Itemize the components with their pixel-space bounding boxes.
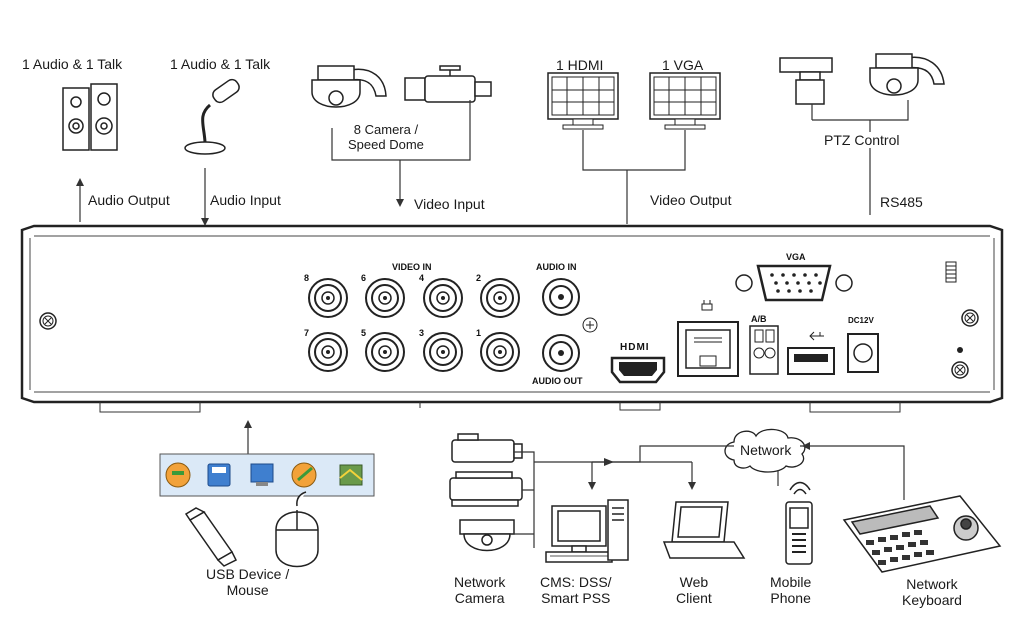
audio-out-panel-label: AUDIO OUT xyxy=(532,376,583,386)
rs485-terminal xyxy=(749,325,779,375)
cms-computer-icon xyxy=(545,499,629,563)
network-camera-label: Network Camera xyxy=(454,574,506,606)
bnc-number-label: 2 xyxy=(476,273,482,283)
hdmi-label: 1 HDMI xyxy=(556,57,604,73)
mouse-icon xyxy=(275,491,319,568)
ptz-control-label: PTZ Control xyxy=(822,132,902,148)
bnc-number-label: 7 xyxy=(304,328,310,338)
dc12v-panel-label: DC12V xyxy=(848,316,874,325)
video-output-label: Video Output xyxy=(650,192,732,208)
web-client-laptop-icon xyxy=(662,501,746,559)
network-label: Network xyxy=(740,442,792,458)
bnc-number-label: 4 xyxy=(419,273,425,283)
bnc-number-label: 5 xyxy=(361,328,367,338)
dc-power-port xyxy=(847,333,879,373)
lan-port xyxy=(677,300,739,377)
bnc-number-label: 1 xyxy=(476,328,482,338)
audio-in-panel-label: AUDIO IN xyxy=(536,262,577,272)
usb-stick-icon xyxy=(184,507,238,567)
mobile-phone-label: Mobile Phone xyxy=(770,574,812,606)
cms-label: CMS: DSS/ Smart PSS xyxy=(540,574,612,606)
usb-port xyxy=(787,331,835,375)
bnc-number-label: 6 xyxy=(361,273,367,283)
rca-audio-ports xyxy=(542,278,580,372)
hdmi-monitor-icon xyxy=(547,72,619,130)
vga-monitor-icon xyxy=(649,72,721,130)
speed-dome-camera-icon xyxy=(311,65,387,108)
rs485-label: RS485 xyxy=(880,194,923,210)
network-keyboard-label: Network Keyboard xyxy=(902,576,962,608)
microphone-icon xyxy=(184,78,240,155)
ptz-camera-icon xyxy=(779,53,945,105)
camera-speed-dome-label: 8 Camera / Speed Dome xyxy=(346,122,426,152)
bnc-number-label: 3 xyxy=(419,328,425,338)
mobile-phone-icon xyxy=(785,481,813,565)
vga-port xyxy=(735,264,853,302)
ground-screw-icon xyxy=(957,347,963,353)
bullet-camera-icon xyxy=(404,65,492,103)
network-keyboard-icon xyxy=(842,495,1002,573)
hdmi-panel-label: HDMI xyxy=(620,342,650,353)
network-dome-camera-icon xyxy=(459,519,515,552)
network-box-camera-icon xyxy=(449,471,523,507)
video-in-panel-label: VIDEO IN xyxy=(392,262,432,272)
ground-icon xyxy=(582,317,598,333)
audio-input-label: Audio Input xyxy=(210,192,281,208)
usb-toolbar-icons xyxy=(165,462,363,488)
audio-talk-label-left: 1 Audio & 1 Talk xyxy=(22,56,123,72)
speaker-icon xyxy=(62,83,118,151)
bnc-number-label: 8 xyxy=(304,273,310,283)
network-bullet-camera-icon xyxy=(451,433,523,463)
vga-label: 1 VGA xyxy=(662,57,704,73)
web-client-label: Web Client xyxy=(676,574,712,606)
dvr-rear-panel xyxy=(20,224,1004,413)
audio-talk-label-right: 1 Audio & 1 Talk xyxy=(170,56,271,72)
hdmi-port xyxy=(610,356,666,384)
vent-icon xyxy=(945,261,957,283)
usb-device-mouse-label: USB Device / Mouse xyxy=(206,566,290,598)
video-input-label: Video Input xyxy=(414,196,485,212)
vga-panel-label: VGA xyxy=(786,252,806,262)
audio-output-label: Audio Output xyxy=(88,192,170,208)
network-cloud-icon xyxy=(724,428,806,473)
ab-panel-label: A/B xyxy=(751,314,767,324)
